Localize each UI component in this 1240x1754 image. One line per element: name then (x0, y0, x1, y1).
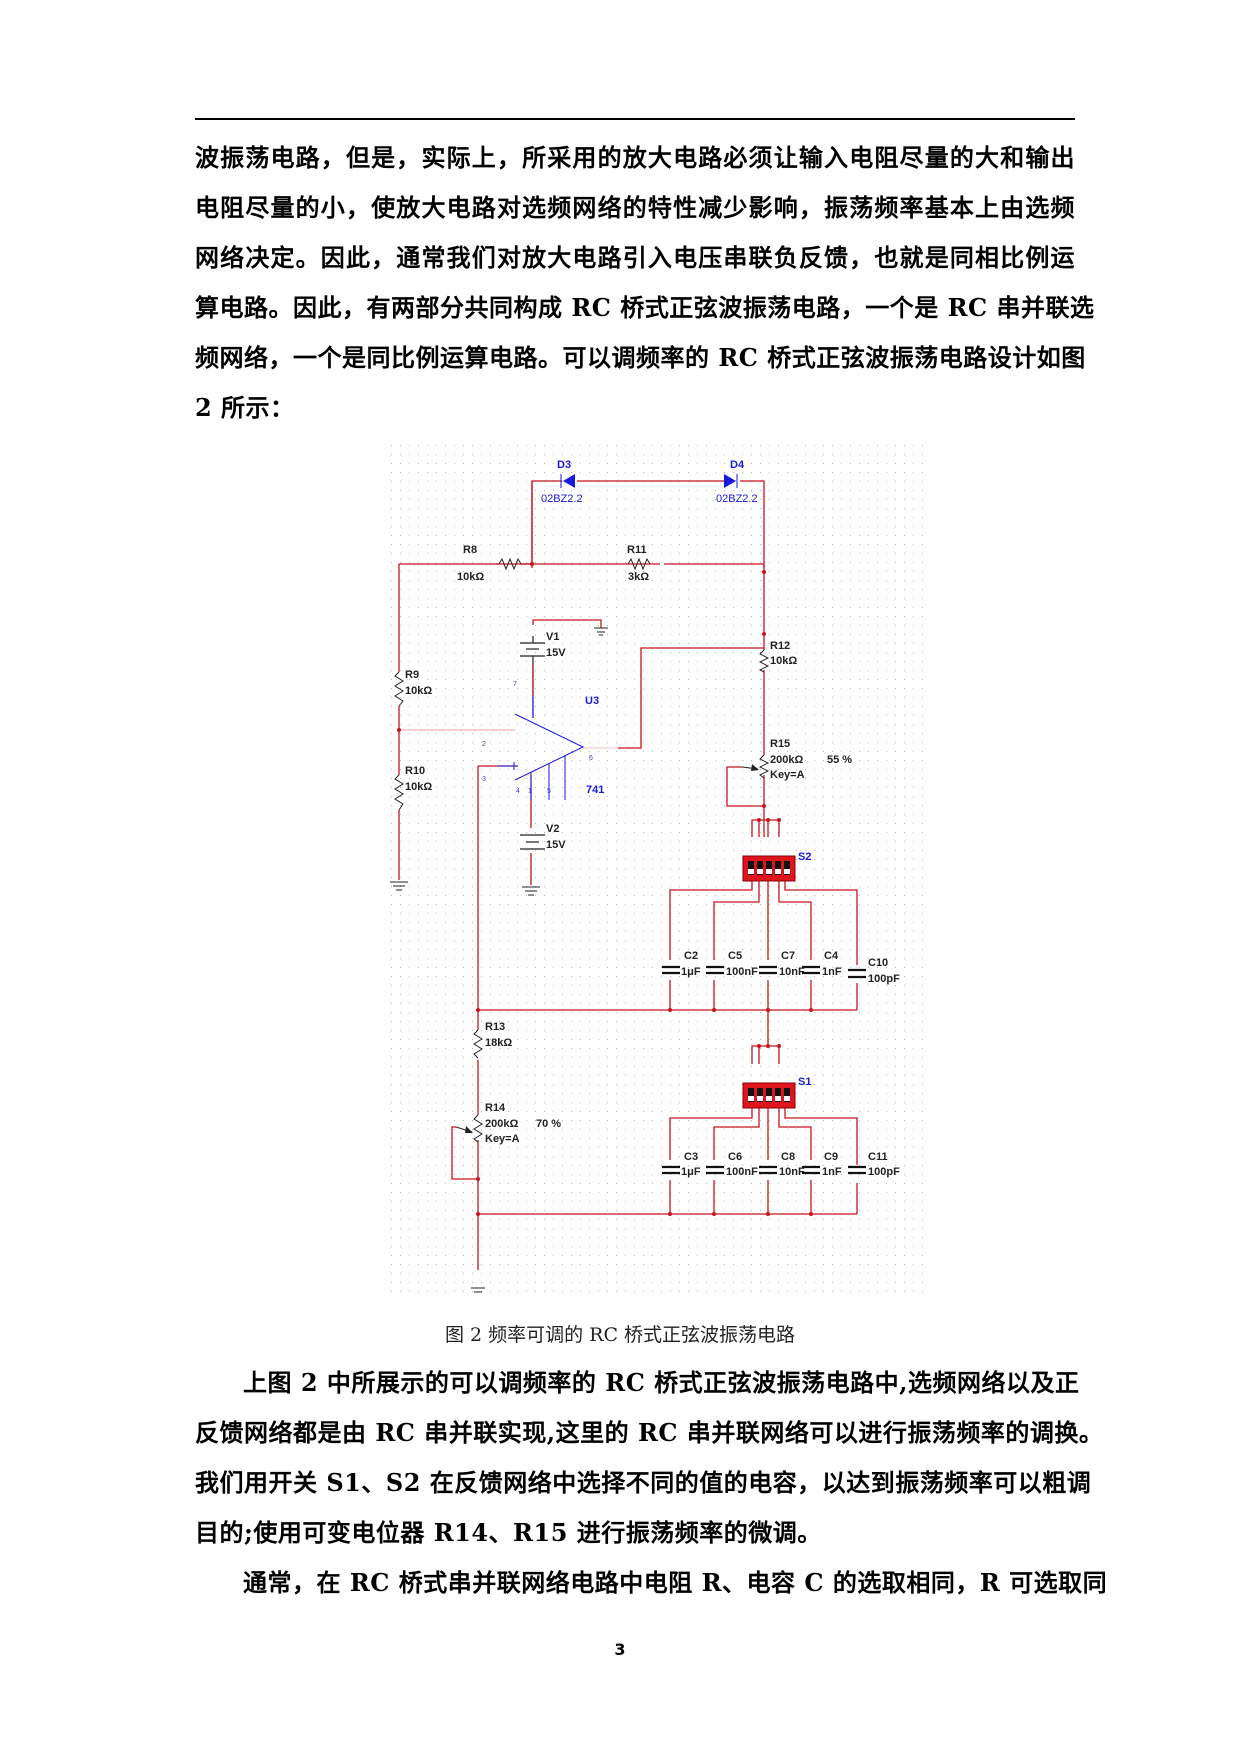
junction-dots (397, 562, 813, 1216)
text-line: 目的;使用可变电位器 R14、R15 进行振荡频率的微调。 (195, 1518, 822, 1547)
resistor-r12-icon (758, 649, 770, 673)
label-r14-key: Key=A (485, 1133, 520, 1145)
label-r12-value: 10kΩ (770, 655, 797, 667)
opamp-pin-label: 1 (528, 788, 532, 795)
label-r12-ref: R12 (770, 640, 790, 652)
header-rule (195, 118, 1075, 120)
label-u3-model: 741 (586, 784, 604, 796)
opamp-pin-label: 5 (547, 788, 551, 795)
dip-switch-s2-icon (742, 855, 796, 882)
opamp-u3-icon (479, 713, 618, 800)
text-line: 网络决定。因此，通常我们对放大电路引入电压串联负反馈，也就是同相比例运 (195, 243, 1075, 272)
label-c9-ref: C9 (824, 1151, 838, 1163)
label-c2-ref: C2 (684, 950, 698, 962)
text-line: 电阻尽量的小，使放大电路对选频网络的特性减少影响，振荡频率基本上由选频 (195, 193, 1075, 222)
capacitor-row-s1-icons (662, 1165, 866, 1175)
text-line: 反馈网络都是由 RC 串并联实现,这里的 RC 串并联网络可以进行振荡频率的调换… (195, 1418, 1104, 1447)
text-line: 我们用开关 S1、S2 在反馈网络中选择不同的值的电容，以达到振荡频率可以粗调 (195, 1468, 1092, 1497)
capacitor-row-s2-icons (662, 965, 866, 979)
label-d4-ref: D4 (730, 459, 745, 471)
resistor-r10-icon (394, 774, 404, 811)
label-c8-ref: C8 (781, 1151, 795, 1163)
opamp-pin-label: 3 (482, 776, 486, 783)
resistor-r8-icon (498, 557, 522, 571)
label-v1-value: 15V (546, 647, 566, 659)
dip-switch-s1-icon (742, 1082, 796, 1109)
label-c7-value: 10nF (779, 966, 805, 978)
label-r10-value: 10kΩ (405, 781, 432, 793)
label-d3-ref: D3 (557, 459, 571, 471)
label-r11-ref: R11 (627, 544, 647, 556)
label-r14-value: 200kΩ (485, 1118, 518, 1130)
label-r8-value: 10kΩ (457, 571, 484, 583)
diode-d3-icon (560, 474, 575, 488)
text-line: 通常，在 RC 桥式串并联网络电路中电阻 R、电容 C 的选取相同，R 可选取同 (243, 1568, 1108, 1597)
label-r14-percent: 70 % (536, 1118, 561, 1130)
label-r15-value: 200kΩ (770, 754, 803, 766)
potentiometer-r15-icon (758, 754, 770, 779)
diode-d4-icon (724, 474, 738, 488)
label-c3-ref: C3 (684, 1151, 698, 1163)
opamp-pin-label: 6 (589, 755, 593, 762)
circuit-schematic: D3 02BZ2.2 D4 02BZ2.2 R8 10kΩ R11 3kΩ R9… (385, 445, 925, 1295)
label-c11-ref: C11 (868, 1151, 888, 1163)
label-c4-ref: C4 (824, 950, 839, 962)
label-d3-value: 02BZ2.2 (541, 493, 583, 505)
label-r9-value: 10kΩ (405, 685, 432, 697)
label-r8-ref: R8 (463, 544, 477, 556)
label-r15-key: Key=A (770, 769, 805, 781)
opamp-pin-label: 4 (516, 788, 520, 795)
label-c11-value: 100pF (868, 1166, 900, 1178)
text-line: 算电路。因此，有两部分共同构成 RC 桥式正弦波振荡电路，一个是 RC 串并联选 (195, 293, 1095, 322)
ground-icons (390, 627, 608, 1293)
circuit-figure: D3 02BZ2.2 D4 02BZ2.2 R8 10kΩ R11 3kΩ R9… (380, 440, 930, 1300)
paragraph-explanation: 上图 2 中所展示的可以调频率的 RC 桥式正弦波振荡电路中,选频网络以及正 反… (195, 1358, 1108, 1608)
text-line: 波振荡电路，但是，实际上，所采用的放大电路必须让输入电阻尽量的大和输出 (195, 143, 1075, 172)
label-r11-value: 3kΩ (628, 571, 649, 583)
label-c10-ref: C10 (868, 957, 888, 969)
label-c7-ref: C7 (781, 950, 795, 962)
label-r15-ref: R15 (770, 738, 790, 750)
label-d4-value: 02BZ2.2 (716, 493, 758, 505)
resistor-r9-icon (394, 671, 404, 707)
label-c10-value: 100pF (868, 973, 900, 985)
label-c5-ref: C5 (728, 950, 742, 962)
paragraph-intro: 波振荡电路，但是，实际上，所采用的放大电路必须让输入电阻尽量的大和输出 电阻尽量… (195, 133, 1095, 433)
label-r13-ref: R13 (485, 1021, 505, 1033)
label-c9-value: 1nF (822, 1166, 842, 1178)
label-v2-ref: V2 (546, 823, 559, 835)
label-r9-ref: R9 (405, 669, 419, 681)
resistor-r11-icon (627, 557, 651, 571)
text-line: 上图 2 中所展示的可以调频率的 RC 桥式正弦波振荡电路中,选频网络以及正 (243, 1368, 1080, 1397)
label-c6-ref: C6 (728, 1151, 742, 1163)
resistor-r13-icon (473, 1029, 483, 1059)
label-r10-ref: R10 (405, 765, 425, 777)
page-number: 3 (614, 1640, 626, 1659)
label-c6-value: 100nF (726, 1166, 758, 1178)
label-c3-value: 1μF (681, 1166, 701, 1178)
label-s2-ref: S2 (798, 851, 811, 863)
label-s1-ref: S1 (798, 1076, 811, 1088)
label-u3-ref: U3 (585, 695, 599, 707)
battery-v2-icon (520, 834, 545, 850)
label-v2-value: 15V (546, 839, 566, 851)
label-r15-percent: 55 % (827, 754, 852, 766)
label-c5-value: 100nF (726, 966, 758, 978)
label-c2-value: 1μF (681, 966, 701, 978)
opamp-pin-label: 7 (513, 681, 517, 688)
label-c8-value: 10nF (779, 1166, 805, 1178)
label-v1-ref: V1 (546, 631, 559, 643)
potentiometer-r14-icon (473, 1114, 483, 1143)
text-line: 频网络，一个是同比例运算电路。可以调频率的 RC 桥式正弦波振荡电路设计如图 (195, 343, 1086, 372)
opamp-pin-label: 2 (482, 741, 486, 748)
label-c4-value: 1nF (822, 966, 842, 978)
grid-background (385, 445, 925, 1295)
label-r14-ref: R14 (485, 1102, 506, 1114)
figure-caption: 图 2 频率可调的 RC 桥式正弦波振荡电路 (444, 1324, 796, 1346)
text-line: 2 所示： (195, 393, 295, 422)
label-r13-value: 18kΩ (485, 1037, 512, 1049)
